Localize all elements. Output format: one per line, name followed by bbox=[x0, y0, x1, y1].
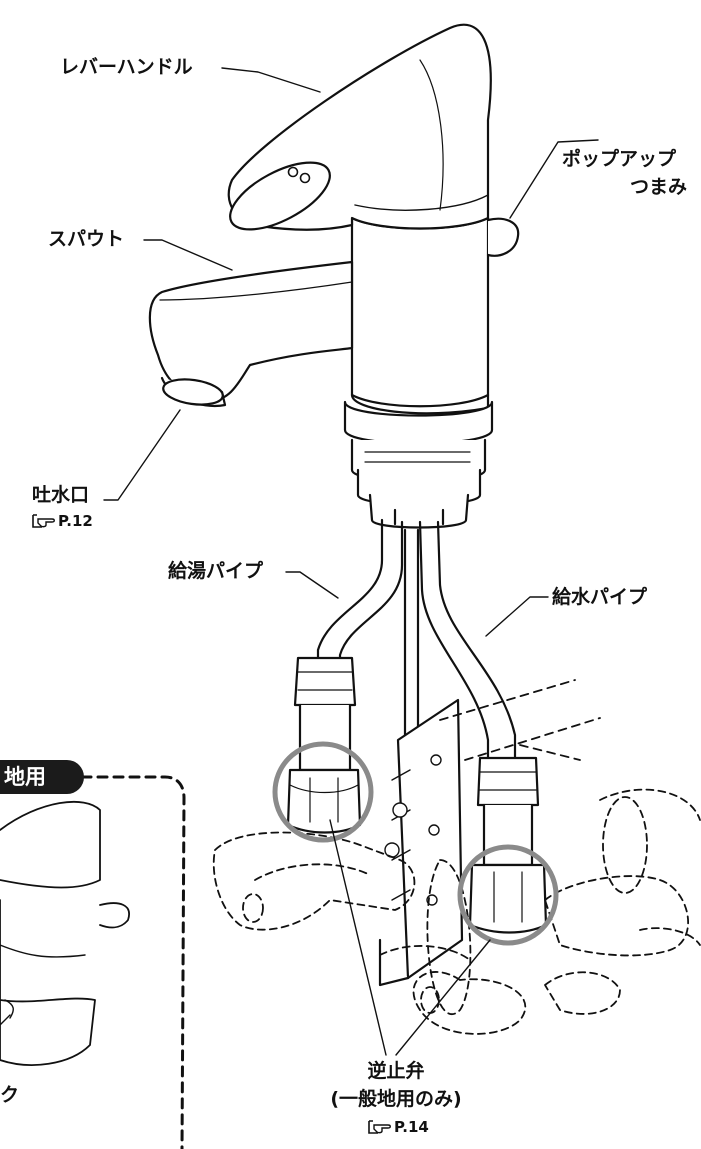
label-check-valve-note: (一般地用のみ) bbox=[330, 1088, 462, 1110]
cold-hose-fittings bbox=[468, 756, 548, 934]
check-valve-highlight-right bbox=[457, 844, 559, 946]
label-popup-knob-line1: ポップアップ bbox=[562, 148, 677, 170]
faucet-body bbox=[343, 216, 494, 529]
label-spout: スパウト bbox=[48, 228, 125, 250]
outlet-page-reference: P.12 bbox=[32, 512, 93, 530]
right-stop-valve-outline bbox=[412, 788, 701, 1035]
cold-water-pipe bbox=[418, 520, 517, 762]
hot-hose-fittings bbox=[286, 656, 362, 834]
outlet-ref-text: P.12 bbox=[58, 512, 93, 530]
pointing-hand-book-icon bbox=[32, 514, 56, 528]
left-stop-valve-outline bbox=[212, 831, 416, 931]
inset-fragment-label: ク bbox=[0, 1084, 20, 1106]
label-popup-knob-line2: つまみ bbox=[630, 176, 688, 198]
check-valve-highlight-left bbox=[272, 741, 374, 843]
label-lever-handle: レバーハンドル bbox=[60, 56, 193, 78]
wall-reference-lines bbox=[439, 679, 601, 761]
inset-badge: 地用 bbox=[0, 760, 84, 794]
label-hot-water-pipe: 給湯パイプ bbox=[168, 560, 264, 582]
hot-water-pipe bbox=[316, 518, 404, 667]
check-valve-ref-text: P.14 bbox=[394, 1118, 429, 1136]
label-cold-water-pipe: 給水パイプ bbox=[552, 586, 648, 608]
lever-handle bbox=[227, 23, 492, 231]
left-wall-flange-outline bbox=[379, 859, 472, 1015]
label-outlet: 吐水口 bbox=[32, 484, 90, 506]
pointing-hand-book-icon bbox=[368, 1120, 392, 1134]
inset-panel bbox=[0, 775, 186, 1149]
mounting-bracket bbox=[378, 698, 464, 987]
label-check-valve: 逆止弁 bbox=[367, 1060, 425, 1082]
spout bbox=[148, 260, 354, 408]
center-rod bbox=[403, 528, 420, 742]
popup-knob bbox=[486, 217, 520, 257]
leader-lines bbox=[103, 67, 599, 1056]
check-valve-page-reference: P.14 bbox=[368, 1118, 429, 1136]
